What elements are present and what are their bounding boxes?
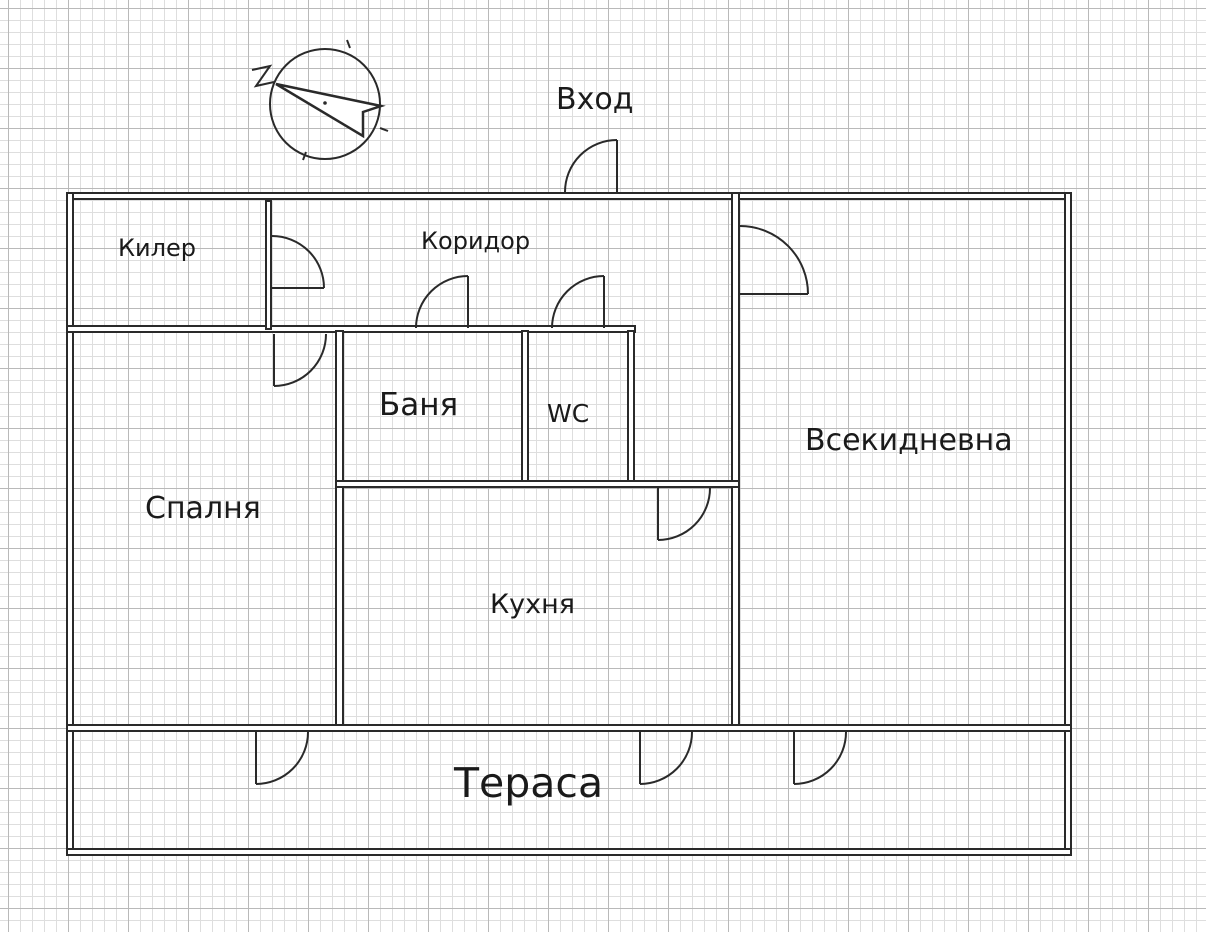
bathroom-label: Баня	[379, 387, 459, 423]
corridor-label: Коридор	[421, 227, 531, 255]
kitchen-door-icon	[657, 487, 711, 541]
pantry-door-icon	[271, 235, 325, 289]
bedroom-label: Спалня	[145, 491, 261, 526]
bedroom-door-icon	[273, 333, 327, 387]
terrace-door-1-icon	[255, 731, 309, 785]
wc-label: WC	[547, 399, 590, 428]
wall-pantry-bottom	[66, 325, 636, 333]
living-room-door-icon	[739, 225, 809, 295]
wall-kitchen-top	[335, 480, 740, 488]
compass-icon	[251, 39, 389, 161]
entrance-door-icon	[564, 139, 618, 193]
terrace-label: Тераса	[454, 759, 604, 807]
entrance-label: Вход	[556, 82, 634, 117]
bathroom-door-icon	[415, 275, 469, 329]
terrace-door-3-icon	[793, 731, 847, 785]
pantry-label: Килер	[118, 234, 196, 262]
outer-wall-bottom	[66, 848, 1072, 856]
terrace-door-2-icon	[639, 731, 693, 785]
living-room-label: Всекидневна	[805, 423, 1013, 458]
kitchen-label: Кухня	[490, 589, 576, 620]
wall-pantry-right	[265, 200, 272, 330]
wc-door-icon	[551, 275, 605, 329]
wall-terrace-top	[66, 724, 1072, 732]
